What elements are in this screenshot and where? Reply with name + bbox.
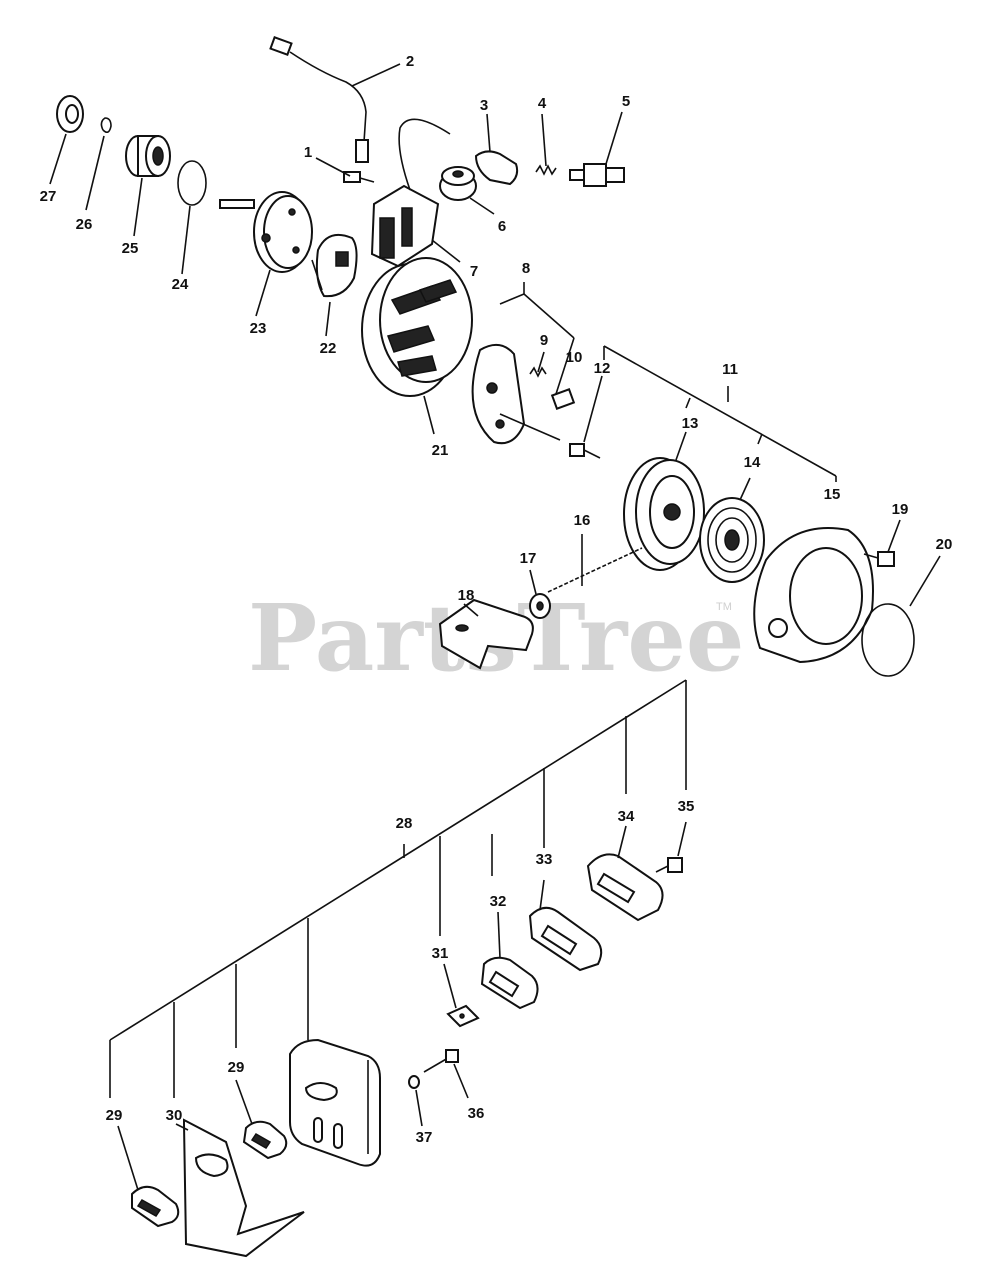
part-30-heat-shield[interactable] bbox=[183, 1118, 305, 1258]
part-25-bearing[interactable] bbox=[125, 135, 171, 177]
part-21-flywheel[interactable] bbox=[361, 257, 473, 397]
part-17-grommet[interactable] bbox=[529, 593, 551, 619]
callout-16: 16 bbox=[574, 512, 591, 529]
callout-18: 18 bbox=[458, 587, 475, 604]
part-23-clutch-drum[interactable] bbox=[219, 191, 313, 273]
part-9-spring[interactable] bbox=[529, 366, 547, 378]
part-7-ignition-coil[interactable] bbox=[370, 118, 451, 268]
part-35-bolt[interactable] bbox=[655, 857, 683, 873]
part-muffler-body[interactable] bbox=[289, 1038, 381, 1167]
callout-36: 36 bbox=[468, 1105, 485, 1122]
callout-10: 10 bbox=[566, 349, 583, 366]
callout-19: 19 bbox=[892, 501, 909, 518]
part-19-bolt[interactable] bbox=[863, 551, 895, 567]
part-27-oil-seal[interactable] bbox=[56, 95, 84, 133]
callout-2: 2 bbox=[406, 53, 414, 70]
callout-labels: 1 2 3 4 5 6 7 8 9 10 11 12 13 14 15 16 1… bbox=[40, 53, 953, 1146]
callout-15: 15 bbox=[824, 486, 841, 503]
callout-37: 37 bbox=[416, 1129, 433, 1146]
callout-23: 23 bbox=[250, 320, 267, 337]
part-16-rope[interactable] bbox=[547, 547, 643, 593]
lower-leader-lines bbox=[109, 679, 687, 1191]
callout-20: 20 bbox=[936, 536, 953, 553]
callout-34: 34 bbox=[618, 808, 635, 825]
part-5-spark-plug[interactable] bbox=[569, 163, 625, 187]
part-10-pawl[interactable] bbox=[550, 388, 576, 410]
callout-12: 12 bbox=[594, 360, 611, 377]
callout-33: 33 bbox=[536, 851, 553, 868]
callout-17: 17 bbox=[520, 550, 537, 567]
part-2-terminal-wire[interactable] bbox=[269, 36, 369, 163]
upper-leader-lines bbox=[49, 63, 941, 617]
part-13-recoil-pulley[interactable] bbox=[623, 457, 705, 571]
part-34-gasket-plate[interactable] bbox=[586, 853, 664, 922]
callout-26: 26 bbox=[76, 216, 93, 233]
callout-24: 24 bbox=[172, 276, 189, 293]
callout-14: 14 bbox=[744, 454, 761, 471]
callout-32: 32 bbox=[490, 893, 507, 910]
callout-3: 3 bbox=[480, 97, 488, 114]
part-37-washer[interactable] bbox=[408, 1075, 420, 1089]
callout-11: 11 bbox=[722, 361, 738, 378]
callout-7: 7 bbox=[470, 263, 478, 280]
part-15-starter-housing[interactable] bbox=[753, 527, 874, 664]
part-33-gasket[interactable] bbox=[528, 906, 603, 972]
callout-29-upper: 29 bbox=[228, 1059, 245, 1076]
part-29-gasket-upper[interactable] bbox=[242, 1120, 288, 1160]
part-14-recoil-spring[interactable] bbox=[699, 497, 765, 583]
callout-13: 13 bbox=[682, 415, 699, 432]
callout-35: 35 bbox=[678, 798, 695, 815]
callout-22: 22 bbox=[320, 340, 337, 357]
callout-4: 4 bbox=[538, 95, 547, 112]
part-8-pawl-carrier[interactable] bbox=[471, 343, 526, 445]
part-26-clip[interactable] bbox=[100, 117, 112, 134]
part-29-gasket-lower[interactable] bbox=[131, 1185, 180, 1228]
callout-8: 8 bbox=[522, 260, 530, 277]
callout-30: 30 bbox=[166, 1107, 183, 1124]
callout-29-lower: 29 bbox=[106, 1107, 123, 1124]
callout-25: 25 bbox=[122, 240, 139, 257]
part-18-starter-handle[interactable] bbox=[438, 598, 534, 670]
watermark-trademark: TM bbox=[716, 601, 732, 613]
callout-21: 21 bbox=[432, 442, 449, 459]
part-12-screw[interactable] bbox=[569, 443, 601, 459]
part-36-bolt[interactable] bbox=[423, 1049, 459, 1073]
part-32-gasket[interactable] bbox=[480, 956, 539, 1010]
callout-1: 1 bbox=[304, 144, 312, 161]
part-22-clutch-shoe[interactable] bbox=[311, 234, 358, 298]
callout-6: 6 bbox=[498, 218, 506, 235]
part-4-spring[interactable] bbox=[535, 164, 557, 176]
part-24-snap-ring[interactable] bbox=[177, 160, 207, 206]
callout-9: 9 bbox=[540, 332, 548, 349]
part-20-ring[interactable] bbox=[861, 603, 915, 677]
callout-27: 27 bbox=[40, 188, 57, 205]
part-31-plate[interactable] bbox=[446, 1004, 480, 1028]
callout-28: 28 bbox=[396, 815, 413, 832]
part-3-spark-plug-cap[interactable] bbox=[474, 150, 519, 186]
part-6-boot[interactable] bbox=[439, 166, 477, 201]
callout-5: 5 bbox=[622, 93, 630, 110]
callout-31: 31 bbox=[432, 945, 449, 962]
part-1-screw[interactable] bbox=[343, 171, 375, 183]
